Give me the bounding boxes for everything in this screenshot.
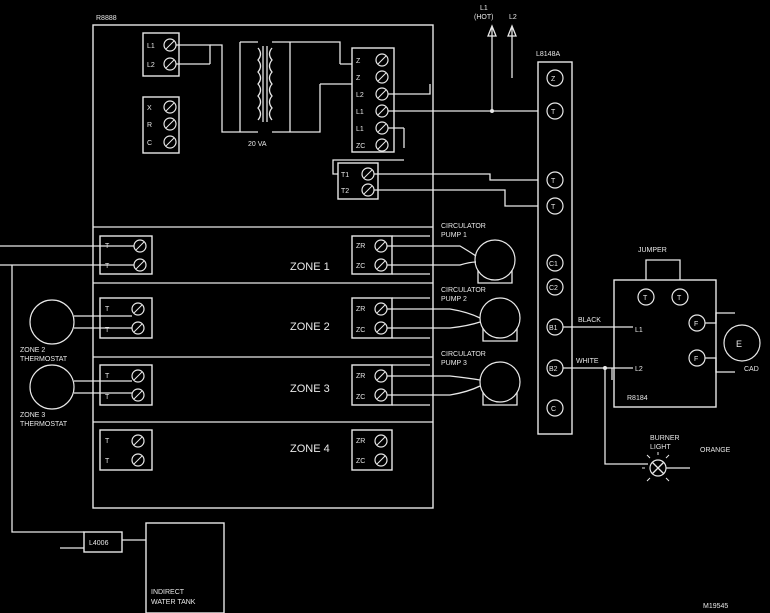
- circulator-pump-3: CIRCULATOR PUMP 3: [387, 351, 521, 406]
- power-supply: L1 (HOT) L2: [474, 5, 517, 113]
- svg-text:ZR: ZR: [356, 306, 365, 313]
- cad-cell: E CAD: [705, 312, 761, 373]
- black-lead-label: BLACK: [578, 317, 601, 324]
- circulator-pump-2: CIRCULATOR PUMP 2: [387, 287, 521, 342]
- svg-text:L2: L2: [635, 366, 643, 373]
- svg-text:L2: L2: [147, 62, 155, 69]
- terminal-strip: L8148A Z T T T C1 C2 B1 B2 C: [536, 51, 573, 435]
- zone-3-label: ZONE 3: [290, 383, 330, 395]
- svg-text:L4006: L4006: [89, 540, 109, 547]
- svg-text:T: T: [105, 263, 110, 270]
- svg-text:T: T: [551, 178, 556, 185]
- svg-text:INDIRECT: INDIRECT: [151, 589, 185, 596]
- svg-text:C1: C1: [549, 261, 558, 268]
- svg-text:ZC: ZC: [356, 143, 365, 150]
- zone-3-thermostat: ZONE 3 THERMOSTAT: [20, 364, 132, 428]
- svg-text:ZC: ZC: [356, 458, 365, 465]
- svg-text:ZR: ZR: [356, 438, 365, 445]
- xrc-terminal-block: X R C: [142, 96, 180, 154]
- svg-text:T: T: [105, 306, 110, 313]
- aquastat: L4006: [83, 531, 123, 553]
- svg-text:R: R: [147, 122, 152, 129]
- svg-text:T: T: [551, 204, 556, 211]
- svg-text:ZR: ZR: [356, 373, 365, 380]
- power-terminal-block: L1 L2: [142, 32, 180, 77]
- svg-text:T2: T2: [341, 188, 349, 195]
- zone-2: T T ZR ZC ZONE 2: [99, 297, 393, 339]
- white-lead-label: WHITE: [576, 358, 599, 365]
- zone-3: T T ZR ZC ZONE 3: [99, 364, 393, 406]
- svg-text:T1: T1: [341, 172, 349, 179]
- svg-text:ZC: ZC: [356, 327, 365, 334]
- zone-1-label: ZONE 1: [290, 261, 330, 273]
- zone-4-label: ZONE 4: [290, 443, 330, 455]
- burner-light: BURNER LIGHT ORANGE: [642, 435, 731, 482]
- svg-text:Z: Z: [356, 58, 361, 65]
- svg-text:L1: L1: [356, 126, 364, 133]
- svg-text:Z: Z: [356, 75, 361, 82]
- transformer-rating: 20 VA: [248, 141, 267, 148]
- svg-text:T: T: [643, 295, 648, 302]
- r8184-relay: R8184 JUMPER T T F F L1 L2: [613, 247, 717, 408]
- svg-text:L2: L2: [356, 92, 364, 99]
- svg-text:R8184: R8184: [627, 395, 648, 402]
- zone-2-thermostat: ZONE 2 THERMOSTAT: [20, 299, 132, 363]
- svg-text:E: E: [736, 339, 742, 349]
- svg-text:THERMOSTAT: THERMOSTAT: [20, 356, 68, 363]
- svg-text:ZC: ZC: [356, 263, 365, 270]
- t1-t2-terminal-block: T1 T2: [337, 162, 379, 200]
- svg-text:JUMPER: JUMPER: [638, 247, 667, 254]
- circulator-pump-1: CIRCULATOR PUMP 1: [387, 223, 516, 284]
- svg-text:CAD: CAD: [744, 366, 759, 373]
- svg-text:C: C: [147, 140, 152, 147]
- svg-text:ZONE 2: ZONE 2: [20, 347, 45, 354]
- svg-text:X: X: [147, 105, 152, 112]
- indirect-water-tank: INDIRECT WATER TANK: [145, 522, 225, 613]
- relay-terminal-block: Z Z L2 L1 L1 ZC: [351, 47, 395, 153]
- svg-text:PUMP 3: PUMP 3: [441, 360, 467, 367]
- svg-text:C: C: [551, 406, 556, 413]
- svg-text:L1: L1: [480, 5, 488, 12]
- zone-4: T T ZR ZC ZONE 4: [99, 429, 393, 471]
- controller-model-label: R8888: [96, 15, 117, 22]
- svg-text:BURNER: BURNER: [650, 435, 680, 442]
- svg-text:T: T: [105, 373, 110, 380]
- svg-text:ZC: ZC: [356, 394, 365, 401]
- svg-text:WATER TANK: WATER TANK: [151, 599, 196, 606]
- svg-text:ZONE 3: ZONE 3: [20, 412, 45, 419]
- svg-text:ZR: ZR: [356, 243, 365, 250]
- svg-text:C2: C2: [549, 285, 558, 292]
- svg-text:CIRCULATOR: CIRCULATOR: [441, 223, 486, 230]
- svg-text:F: F: [694, 321, 698, 328]
- svg-text:Z: Z: [551, 76, 556, 83]
- figure-id: M19545: [703, 603, 728, 610]
- svg-text:T: T: [105, 438, 110, 445]
- svg-text:PUMP 2: PUMP 2: [441, 296, 467, 303]
- svg-text:LIGHT: LIGHT: [650, 444, 671, 451]
- svg-text:F: F: [694, 356, 698, 363]
- svg-text:T: T: [105, 394, 110, 401]
- transformer: 20 VA: [176, 41, 341, 148]
- svg-text:CIRCULATOR: CIRCULATOR: [441, 351, 486, 358]
- svg-text:L8148A: L8148A: [536, 51, 560, 58]
- svg-text:PUMP 1: PUMP 1: [441, 232, 467, 239]
- zone-1: T T ZR ZC ZONE 1: [99, 235, 393, 275]
- svg-text:THERMOSTAT: THERMOSTAT: [20, 421, 68, 428]
- svg-text:ORANGE: ORANGE: [700, 447, 731, 454]
- svg-text:(HOT): (HOT): [474, 14, 493, 21]
- svg-text:L2: L2: [509, 14, 517, 21]
- svg-text:T: T: [551, 109, 556, 116]
- zone-2-label: ZONE 2: [290, 321, 330, 333]
- svg-text:L1: L1: [356, 109, 364, 116]
- svg-text:L1: L1: [635, 327, 643, 334]
- svg-text:T: T: [105, 458, 110, 465]
- svg-text:T: T: [105, 327, 110, 334]
- svg-text:CIRCULATOR: CIRCULATOR: [441, 287, 486, 294]
- svg-text:B1: B1: [549, 325, 558, 332]
- svg-text:L1: L1: [147, 43, 155, 50]
- svg-text:B2: B2: [549, 366, 558, 373]
- svg-text:T: T: [677, 295, 682, 302]
